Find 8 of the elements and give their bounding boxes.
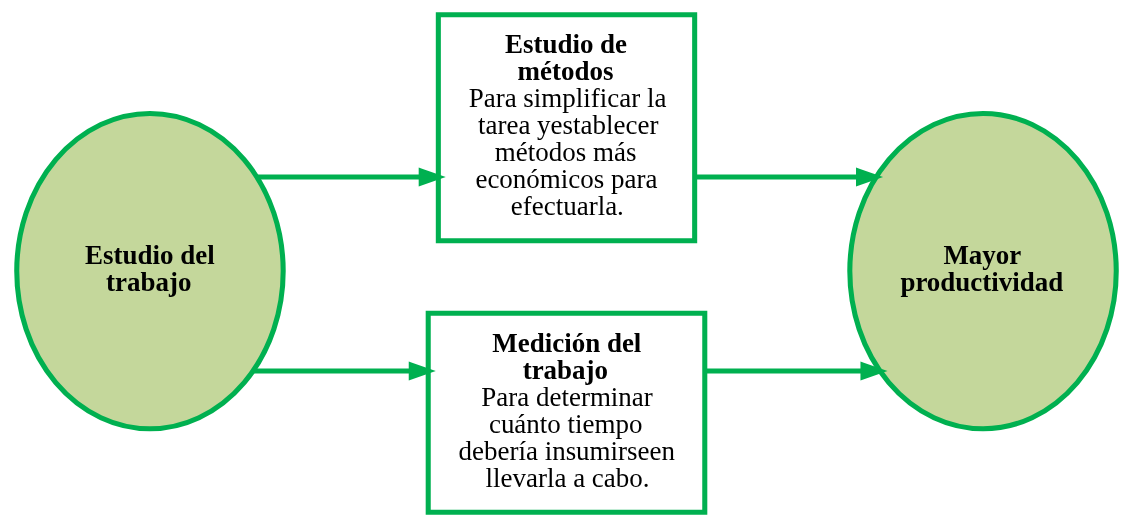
node-box: Medición del trabajo Para determinar cuánto tiempo debería insumirseen llevarla a cabo.	[425, 310, 708, 515]
arrow	[694, 167, 884, 187]
node-box: Estudio de métodos Para simplificar la tarea yestablecer métodos más económicos para efectuarla.	[435, 12, 698, 244]
arrow	[253, 361, 436, 381]
node-ellipse: Mayor productividad	[847, 110, 1119, 432]
arrow	[257, 167, 446, 187]
node-ellipse: Estudio del trabajo	[14, 110, 286, 432]
arrow	[705, 361, 888, 381]
